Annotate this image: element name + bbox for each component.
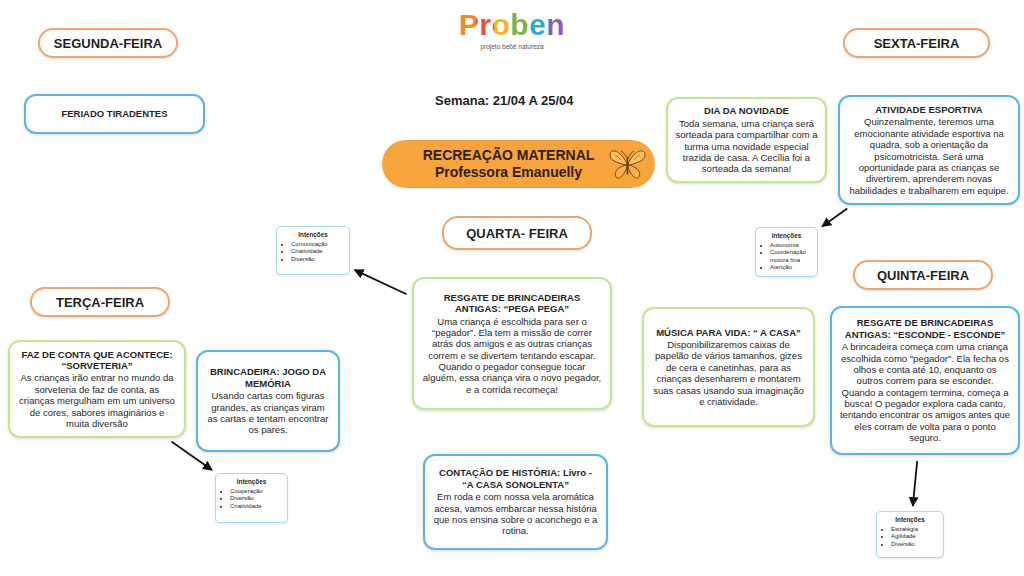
intentions-list: CooperaçãoDiversãoCriatividade [219, 488, 284, 511]
intentions-list: AutonomiaCoordenação motora finaAtenção [759, 242, 814, 272]
intention-item: Criatividade [291, 248, 346, 256]
intention-item: Comunicação [291, 241, 346, 249]
box-heading: FAZ DE CONTA QUE ACONTECE: “SORVETERIA” [17, 349, 177, 372]
box-heading: MÚSICA PARA VIDA: “ A CASA” [651, 327, 806, 338]
activity-box: CONTAÇÃO DE HISTÓRIA: Livro - “A CASA SO… [423, 454, 608, 550]
box-heading: RESGATE DE BRINCADEIRAS ANTIGAS: “ESCOND… [839, 317, 1011, 340]
arrow-connector [355, 270, 407, 294]
activity-box: RESGATE DE BRINCADEIRAS ANTIGAS: “PEGA P… [412, 277, 612, 410]
activity-box: ATIVIDADE ESPORTIVAQuinzenalmente, terem… [838, 95, 1020, 205]
box-body: Usando cartas com figuras grandes, as cr… [205, 390, 331, 436]
box-heading: TERÇA-FEIRA [56, 295, 144, 310]
box-body: Em roda e com nossa vela aromática acesa… [432, 491, 599, 537]
box-body: Quinzenalmente, teremos uma emocionante … [847, 116, 1011, 196]
box-heading: CONTAÇÃO DE HISTÓRIA: Livro - “A CASA SO… [432, 467, 599, 490]
intentions-box: IntençõesEstratégiaAgilidadeDiversão [876, 511, 944, 558]
box-heading: ATIVIDADE ESPORTIVA [847, 104, 1011, 115]
intention-item: Coordenação motora fina [770, 249, 814, 264]
intention-item: Diversão [891, 541, 940, 549]
intentions-heading: Intenções [280, 231, 346, 239]
butterfly-illustration [607, 144, 647, 184]
activity-box: FAZ DE CONTA QUE ACONTECE: “SORVETERIA”A… [8, 340, 186, 438]
intention-item: Criatividade [230, 503, 284, 511]
activity-box: BRINCADEIRA: JOGO DA MEMÓRIAUsando carta… [196, 350, 340, 452]
intention-item: Atenção [770, 264, 814, 272]
box-body: Disponibilizaremos caixas de papelão de … [651, 339, 806, 407]
box-heading: SEGUNDA-FEIRA [54, 36, 162, 51]
box-heading: SEXTA-FEIRA [874, 36, 960, 51]
intention-item: Diversão [291, 256, 346, 264]
day-header: QUINTA-FEIRA [853, 260, 993, 290]
intention-item: Cooperação [230, 488, 284, 496]
box-body: Professora Emanuelly [406, 164, 611, 182]
box-body: A brincadeira começa com uma criança esc… [839, 341, 1011, 444]
intention-item: Diversão [230, 495, 284, 503]
box-body: As crianças irão entrar no mundo da sorv… [17, 372, 177, 429]
box-heading: DIA DA NOVIDADE [675, 105, 818, 116]
day-header: QUARTA- FEIRA [442, 216, 592, 250]
title-band: RECREAÇÃO MATERNALProfessora Emanuelly [382, 140, 655, 188]
intentions-list: EstratégiaAgilidadeDiversão [880, 526, 940, 549]
logo-text: Proben [457, 10, 567, 40]
day-header: SEXTA-FEIRA [843, 28, 990, 58]
box-heading: QUARTA- FEIRA [466, 226, 568, 241]
week-label: Semana: 21/04 A 25/04 [435, 93, 574, 108]
arrow-connector [822, 209, 847, 227]
intentions-heading: Intenções [219, 478, 284, 486]
intentions-box: IntençõesComunicaçãoCriatividadeDiversão [276, 226, 350, 275]
intentions-list: ComunicaçãoCriatividadeDiversão [280, 241, 346, 264]
logo-subtitle: projeto bebê natureza [457, 43, 567, 50]
intention-item: Autonomia [770, 242, 814, 250]
arrow-connector [913, 461, 917, 506]
intentions-box: IntençõesAutonomiaCoordenação motora fin… [755, 227, 818, 277]
box-heading: BRINCADEIRA: JOGO DA MEMÓRIA [205, 366, 331, 389]
intention-item: Estratégia [891, 526, 940, 534]
activity-box: DIA DA NOVIDADE Toda semana, uma criança … [666, 97, 827, 183]
box-heading: RECREAÇÃO MATERNAL [406, 147, 611, 165]
intentions-heading: Intenções [759, 232, 814, 240]
day-header: TERÇA-FEIRA [30, 287, 170, 317]
box-heading: FERIADO TIRADENTES [33, 108, 196, 119]
box-heading: QUINTA-FEIRA [877, 268, 969, 283]
activity-box: RESGATE DE BRINCADEIRAS ANTIGAS: “ESCOND… [830, 306, 1020, 455]
day-header: SEGUNDA-FEIRA [38, 28, 178, 58]
box-body: Uma criança é escolhida para ser o “pega… [421, 316, 603, 396]
box-body: Toda semana, uma criança será sorteada p… [675, 118, 818, 175]
box-heading: RESGATE DE BRINCADEIRAS ANTIGAS: “PEGA P… [421, 292, 603, 315]
activity-box: MÚSICA PARA VIDA: “ A CASA”Disponibiliza… [642, 307, 815, 427]
intentions-heading: Intenções [880, 516, 940, 524]
holiday-box: FERIADO TIRADENTES [24, 94, 205, 134]
intentions-box: IntençõesCooperaçãoDiversãoCriatividade [215, 473, 288, 523]
intention-item: Agilidade [891, 533, 940, 541]
